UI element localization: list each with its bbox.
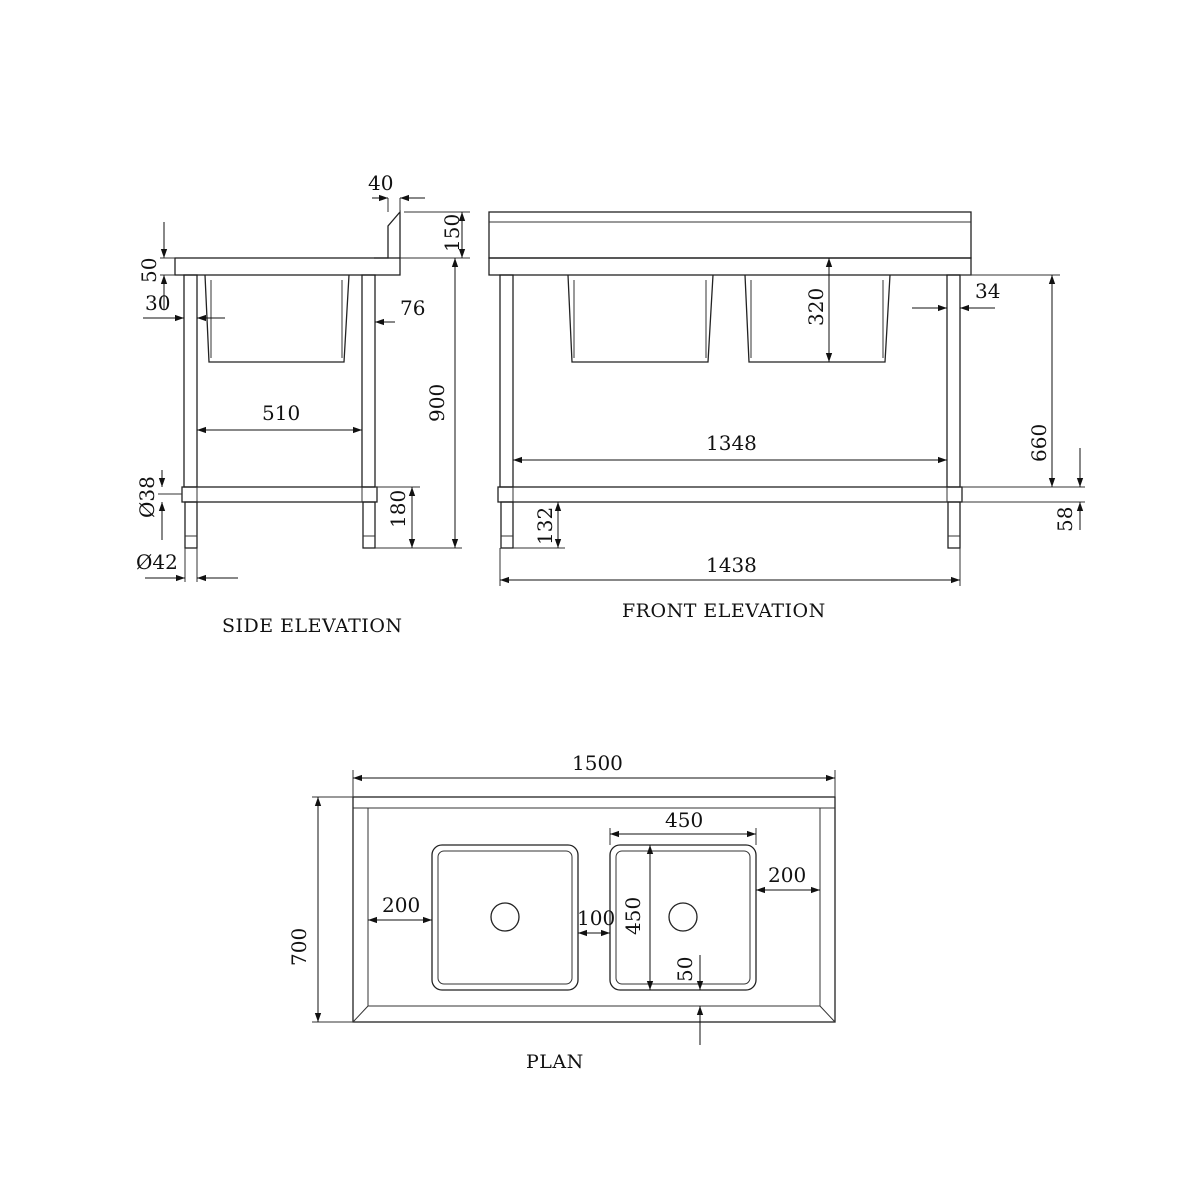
- front-dim-1438: 1438: [706, 553, 757, 577]
- side-dim-900: 900: [425, 384, 449, 422]
- side-crossbar: [181, 486, 378, 503]
- front-dim-320: 320: [804, 288, 828, 326]
- side-splashback: [374, 210, 401, 259]
- front-crossbar: [497, 486, 963, 503]
- side-foot-right: [362, 501, 376, 549]
- plan-drain-right: [668, 902, 698, 932]
- plan-bowl-left: [431, 844, 579, 991]
- plan-dim-100: 100: [577, 906, 615, 930]
- side-elevation-title: SIDE ELEVATION: [222, 615, 403, 637]
- plan-drain-left: [490, 902, 520, 932]
- plan-title: PLAN: [526, 1051, 584, 1073]
- side-sink-bowl: [204, 274, 350, 363]
- side-leg-left: [183, 274, 198, 488]
- side-dim-40: 40: [368, 171, 393, 195]
- plan-dim-200-right: 200: [768, 863, 806, 887]
- front-leg-right: [946, 274, 961, 488]
- side-dim-180: 180: [386, 490, 410, 528]
- front-elevation-view: 320 34 660 58 1348 132 1438 FRONT ELEVAT…: [488, 211, 1085, 622]
- plan-outline: [352, 796, 836, 1023]
- plan-dim-700: 700: [287, 928, 311, 966]
- side-dim-30: 30: [145, 291, 170, 315]
- plan-dim-450-width: 450: [665, 808, 703, 832]
- plan-dim-50: 50: [673, 957, 697, 982]
- plan-view: 1500 700 450 200 200 100 450 50 PLAN: [287, 751, 836, 1073]
- side-dim-510: 510: [262, 401, 300, 425]
- side-foot-left: [184, 501, 198, 549]
- side-elevation-view: 40 150 50 30 76 510 900 Ø38: [135, 171, 470, 637]
- side-dim-150: 150: [440, 214, 464, 252]
- front-splashback: [488, 211, 972, 259]
- plan-dim-1500: 1500: [572, 751, 623, 775]
- front-leg-left: [499, 274, 514, 488]
- front-dim-1348: 1348: [706, 431, 757, 455]
- front-worktop: [488, 257, 972, 276]
- front-dim-58: 58: [1053, 507, 1077, 532]
- side-worktop: [174, 257, 401, 276]
- plan-dim-450-height: 450: [621, 897, 645, 935]
- side-dim-50: 50: [137, 258, 161, 283]
- plan-drainer-rim: [367, 808, 821, 1007]
- front-bowl-left: [567, 274, 714, 363]
- side-dim-dia42: Ø42: [136, 550, 178, 574]
- front-dim-660: 660: [1027, 424, 1051, 462]
- side-dim-dia38: Ø38: [135, 476, 159, 518]
- front-foot-left: [500, 501, 514, 549]
- front-dim-132: 132: [533, 507, 557, 545]
- front-bowl-right: [744, 274, 891, 363]
- side-leg-right: [361, 274, 376, 488]
- front-foot-right: [947, 501, 961, 549]
- front-elevation-title: FRONT ELEVATION: [622, 600, 826, 622]
- plan-dim-200-left: 200: [382, 893, 420, 917]
- side-dim-76: 76: [400, 296, 425, 320]
- front-dim-34: 34: [975, 279, 1000, 303]
- plan-bowl-right: [609, 844, 757, 991]
